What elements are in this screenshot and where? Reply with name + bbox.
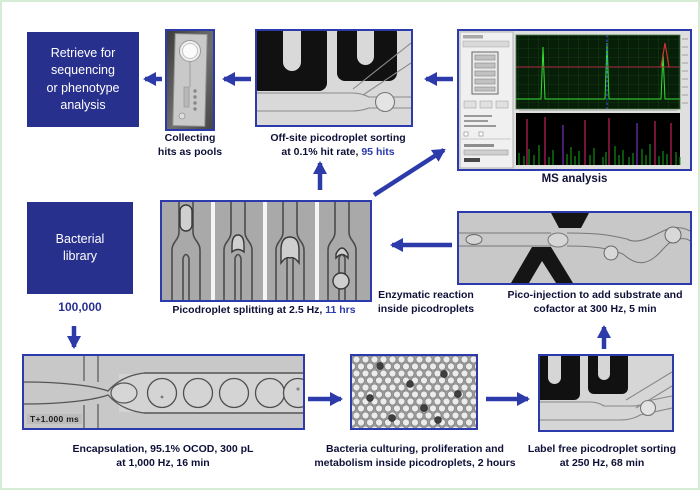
enzymatic-caption: Enzymatic reaction inside picodroplets bbox=[377, 289, 475, 315]
droplet bbox=[465, 234, 483, 245]
droplet bbox=[218, 377, 250, 409]
library-count: 100,000 bbox=[58, 300, 102, 314]
encapsulation-caption: Encapsulation, 95.1% OCOD, 300 pL at 1,0… bbox=[72, 443, 254, 469]
splitting-time-highlight: 11 hrs bbox=[325, 304, 356, 316]
collecting-caption: Collecting hits as pools bbox=[157, 132, 223, 158]
splitting-graphic bbox=[162, 202, 370, 300]
droplet bbox=[332, 272, 350, 290]
bacterial-library-box: Bacterial library bbox=[27, 202, 133, 294]
picoinjection-graphic bbox=[459, 213, 690, 283]
electrode-shape bbox=[511, 247, 573, 283]
red-peak bbox=[660, 42, 670, 68]
droplet bbox=[664, 226, 682, 244]
spectrum-green-peaks bbox=[518, 144, 681, 165]
bacterial-library-label: Bacterial library bbox=[55, 231, 105, 263]
ms-software-screenshot bbox=[457, 29, 692, 171]
droplet bbox=[182, 377, 214, 409]
spectrum-purple-peaks bbox=[562, 123, 638, 165]
labelfree-caption: Label free picodroplet sorting at 250 Hz… bbox=[527, 443, 677, 469]
ms-caption: MS analysis bbox=[541, 173, 608, 185]
picoinjection-caption: Pico-injection to add substrate and cofa… bbox=[507, 289, 683, 315]
encapsulation-micrograph: T+1.000 ms bbox=[22, 354, 305, 430]
droplet bbox=[110, 382, 138, 404]
video-timestamp: T+1.000 ms bbox=[27, 414, 83, 424]
spectrum-red-peaks bbox=[526, 117, 672, 165]
droplet-incubation-micrograph bbox=[350, 354, 478, 430]
dark-droplets bbox=[366, 362, 462, 424]
pico-injection-micrograph bbox=[457, 211, 692, 285]
droplet bbox=[146, 377, 178, 409]
ms-graphic bbox=[459, 31, 690, 169]
droplet bbox=[282, 377, 303, 409]
droplet-splitting-micrograph bbox=[160, 200, 372, 302]
droplet bbox=[639, 399, 657, 417]
droplet bbox=[374, 91, 396, 113]
culturing-caption: Bacteria culturing, proliferation and me… bbox=[314, 443, 516, 469]
offsite-hits-highlight: 95 hits bbox=[361, 145, 395, 158]
retrieve-box-label: Retrieve for sequencing or phenotype ana… bbox=[46, 46, 120, 112]
droplet bbox=[603, 245, 619, 261]
sorter-graphic bbox=[257, 31, 411, 125]
droplet bbox=[335, 247, 349, 260]
droplet bbox=[547, 232, 569, 248]
labelfree-sorting-micrograph bbox=[538, 354, 674, 432]
ms-spectrum-chart bbox=[516, 113, 680, 165]
offsite-caption: Off-site picodroplet sorting at 0.1% hit… bbox=[270, 132, 406, 158]
splitting-caption: Picodroplet splitting at 2.5 Hz, 11 hrs bbox=[172, 304, 356, 316]
incubation-graphic bbox=[352, 356, 476, 428]
green-trace bbox=[516, 42, 680, 100]
collection-chip-photo bbox=[165, 29, 215, 131]
retrieve-box: Retrieve for sequencing or phenotype ana… bbox=[27, 32, 139, 127]
electrode-shape bbox=[551, 213, 589, 228]
labelfree-graphic bbox=[540, 356, 672, 430]
droplet bbox=[231, 234, 245, 254]
droplet bbox=[254, 377, 286, 409]
droplet bbox=[280, 236, 300, 266]
chip-graphic bbox=[167, 31, 213, 129]
offsite-sorting-micrograph bbox=[255, 29, 413, 127]
droplet bbox=[179, 204, 193, 232]
encapsulation-graphic bbox=[24, 356, 303, 428]
